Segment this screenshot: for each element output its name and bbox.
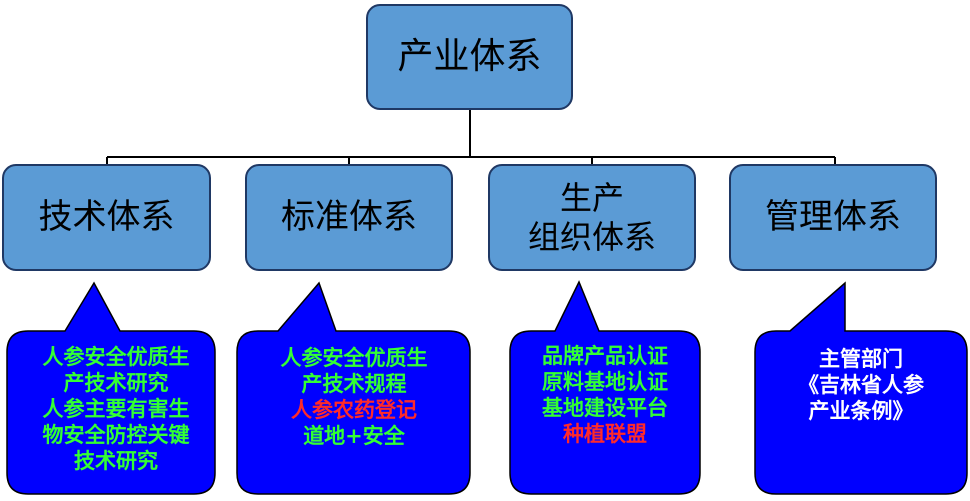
callout-line: 人参安全优质生 [280, 345, 428, 370]
callout-line: 《吉林省人参 [798, 372, 924, 397]
callout-line: 原料基地认证 [542, 369, 668, 394]
callout-line: 技术研究 [74, 448, 158, 473]
callout-bubble-tech [6, 281, 216, 495]
callout-line: 人参安全优质生 [42, 344, 190, 369]
node-label: 管理体系 [765, 197, 901, 238]
callout-line-highlight: 人参农药登记 [291, 397, 417, 422]
callout-production-text: 品牌产品认证 原料基地认证 基地建设平台 种植联盟 [510, 343, 700, 447]
callout-line: 品牌产品认证 [542, 343, 668, 368]
callout-line-highlight: 种植联盟 [563, 421, 647, 446]
node-production-org-system: 生产 组织体系 [488, 164, 696, 271]
node-label-line2: 组织体系 [527, 217, 656, 256]
callout-bubble-standard [236, 281, 471, 495]
root-label: 产业体系 [397, 36, 542, 78]
callout-management-text: 主管部门 《吉林省人参 产业条例》 [755, 346, 967, 424]
node-label: 技术体系 [38, 197, 175, 238]
callout-line: 基地建设平台 [542, 395, 668, 420]
root-node: 产业体系 [366, 4, 573, 110]
callout-line: 产技术规程 [301, 371, 407, 396]
callout-line: 道地+安全 [303, 423, 405, 448]
callout-bubble-production [509, 280, 701, 495]
callout-line: 主管部门 [819, 346, 903, 371]
callout-line: 物安全防控关键 [42, 422, 190, 447]
node-tech-system: 技术体系 [2, 164, 211, 271]
callout-tech-text: 人参安全优质生 产技术研究 人参主要有害生 物安全防控关键 技术研究 [12, 344, 220, 474]
callout-bubble-management [754, 281, 968, 495]
callout-line: 人参主要有害生 [42, 396, 190, 421]
node-label-line1: 生产 [559, 179, 624, 218]
node-management-system: 管理体系 [729, 164, 937, 271]
node-standard-system: 标准体系 [245, 164, 453, 271]
callout-line: 产技术研究 [63, 370, 169, 395]
callout-line: 产业条例》 [808, 398, 914, 423]
callout-standard-text: 人参安全优质生 产技术规程 人参农药登记 道地+安全 [238, 345, 470, 449]
node-label: 标准体系 [281, 197, 417, 238]
